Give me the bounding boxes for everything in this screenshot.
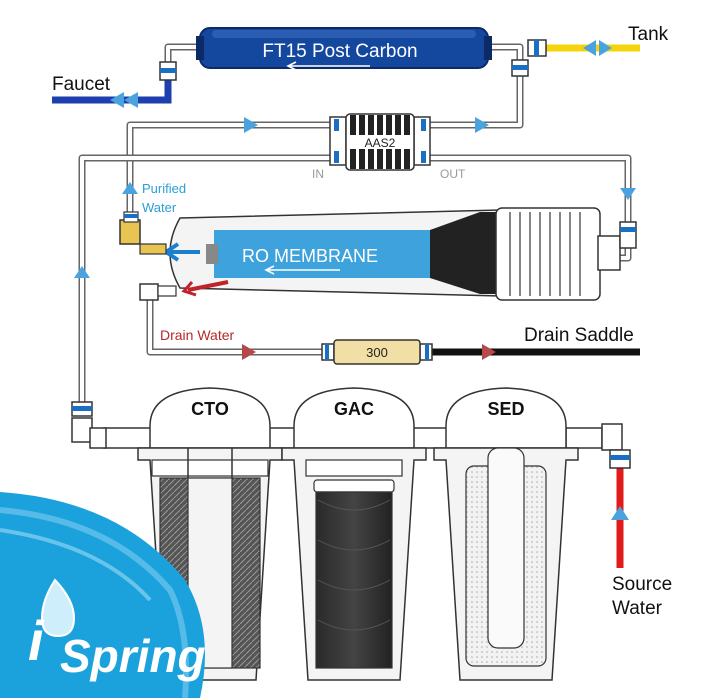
purified-water-label: Purified Water (142, 181, 186, 215)
logo-text: Spring (60, 630, 206, 682)
ro-membrane-label: RO MEMBRANE (242, 246, 378, 266)
svg-text:Source: Source (612, 574, 672, 595)
fittings-top (159, 39, 547, 81)
stage-cto-label: CTO (191, 399, 229, 419)
post-carbon-filter: FT15 Post Carbon (196, 27, 492, 71)
flow-restrictor-label: 300 (366, 345, 388, 360)
aas2-in-label: IN (312, 167, 324, 181)
ro-membrane-housing: RO MEMBRANE (162, 207, 621, 301)
drain-out-arrow (187, 280, 229, 292)
stage-sed-label: SED (487, 399, 524, 419)
faucet-label: Faucet (52, 74, 111, 95)
post-filter-label: FT15 Post Carbon (262, 41, 417, 62)
stage-gac-housing: GAC (281, 387, 427, 681)
aas2-filter: AAS2 IN OUT (312, 113, 466, 181)
logo-i: i (28, 609, 45, 672)
tank-flow-arrows (583, 40, 612, 56)
tube-drain (146, 294, 326, 356)
drain-water-label: Drain Water (160, 327, 235, 343)
fittings-membrane (119, 211, 637, 301)
tank-label: Tank (628, 24, 669, 45)
post-filter-flow-arrow (286, 61, 370, 71)
drain-flow-arrows (242, 344, 496, 360)
stage-sed-housing: SED (433, 387, 579, 681)
aas2-out-label: OUT (440, 167, 466, 181)
aas-flow-arrows (74, 117, 636, 278)
source-flow-arrow (611, 506, 629, 520)
drain-saddle-label: Drain Saddle (524, 325, 634, 346)
ispring-logo: i Spring (0, 492, 206, 698)
svg-text:Purified: Purified (142, 181, 186, 196)
svg-text:Water: Water (142, 200, 177, 215)
stage-gac-label: GAC (334, 399, 374, 419)
faucet-line (52, 78, 172, 104)
faucet-flow-arrows (110, 92, 138, 108)
aas2-label: AAS2 (365, 136, 396, 150)
flow-restrictor: 300 (321, 339, 433, 365)
tubing (78, 43, 632, 409)
svg-text:Water: Water (612, 598, 663, 619)
source-water-label: Source Water (612, 574, 672, 619)
